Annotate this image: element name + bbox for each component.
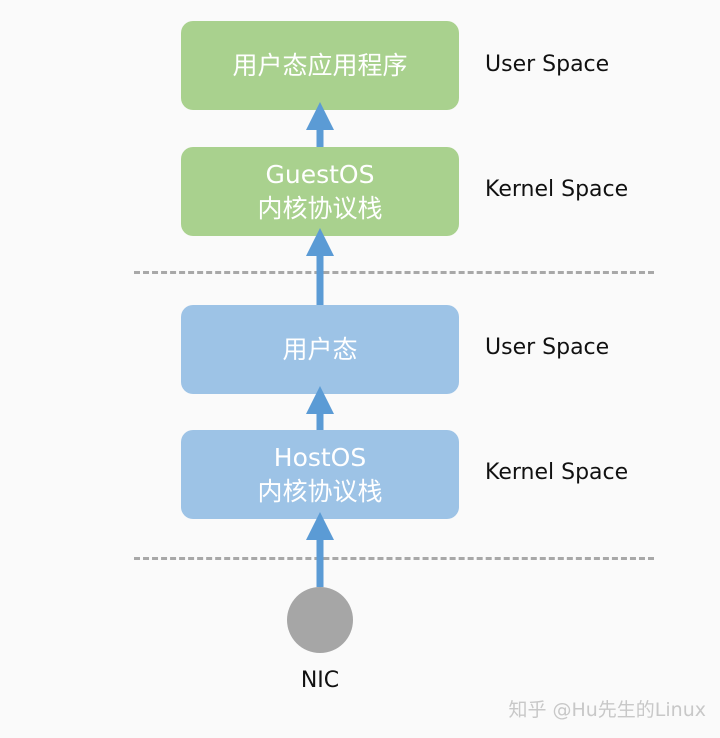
host-user-label: 用户态 xyxy=(282,334,358,364)
host-kernel-space-label: Kernel Space xyxy=(485,460,629,485)
watermark: 知乎 @Hu先生的Linux xyxy=(508,699,706,721)
host-user-box: 用户态 xyxy=(181,305,459,394)
host-kernel-title: HostOS xyxy=(273,442,367,472)
guest-user-space-label: User Space xyxy=(485,52,610,77)
guest-user-app-box: 用户态应用程序 xyxy=(181,21,459,110)
guest-kernel-subtitle: 内核协议栈 xyxy=(257,193,383,223)
guest-kernel-space-label: Kernel Space xyxy=(485,177,629,202)
guest-kernel-title: GuestOS xyxy=(265,159,375,189)
host-user-space-label: User Space xyxy=(485,335,610,360)
guest-kernel-box: GuestOS 内核协议栈 xyxy=(181,147,459,236)
host-nic-divider xyxy=(134,557,654,560)
host-kernel-box: HostOS 内核协议栈 xyxy=(181,430,459,519)
nic-circle-icon xyxy=(287,587,353,653)
guest-user-app-label: 用户态应用程序 xyxy=(232,50,408,80)
host-kernel-subtitle: 内核协议栈 xyxy=(257,476,383,506)
guest-host-divider xyxy=(134,271,654,274)
nic-label: NIC xyxy=(300,668,340,693)
